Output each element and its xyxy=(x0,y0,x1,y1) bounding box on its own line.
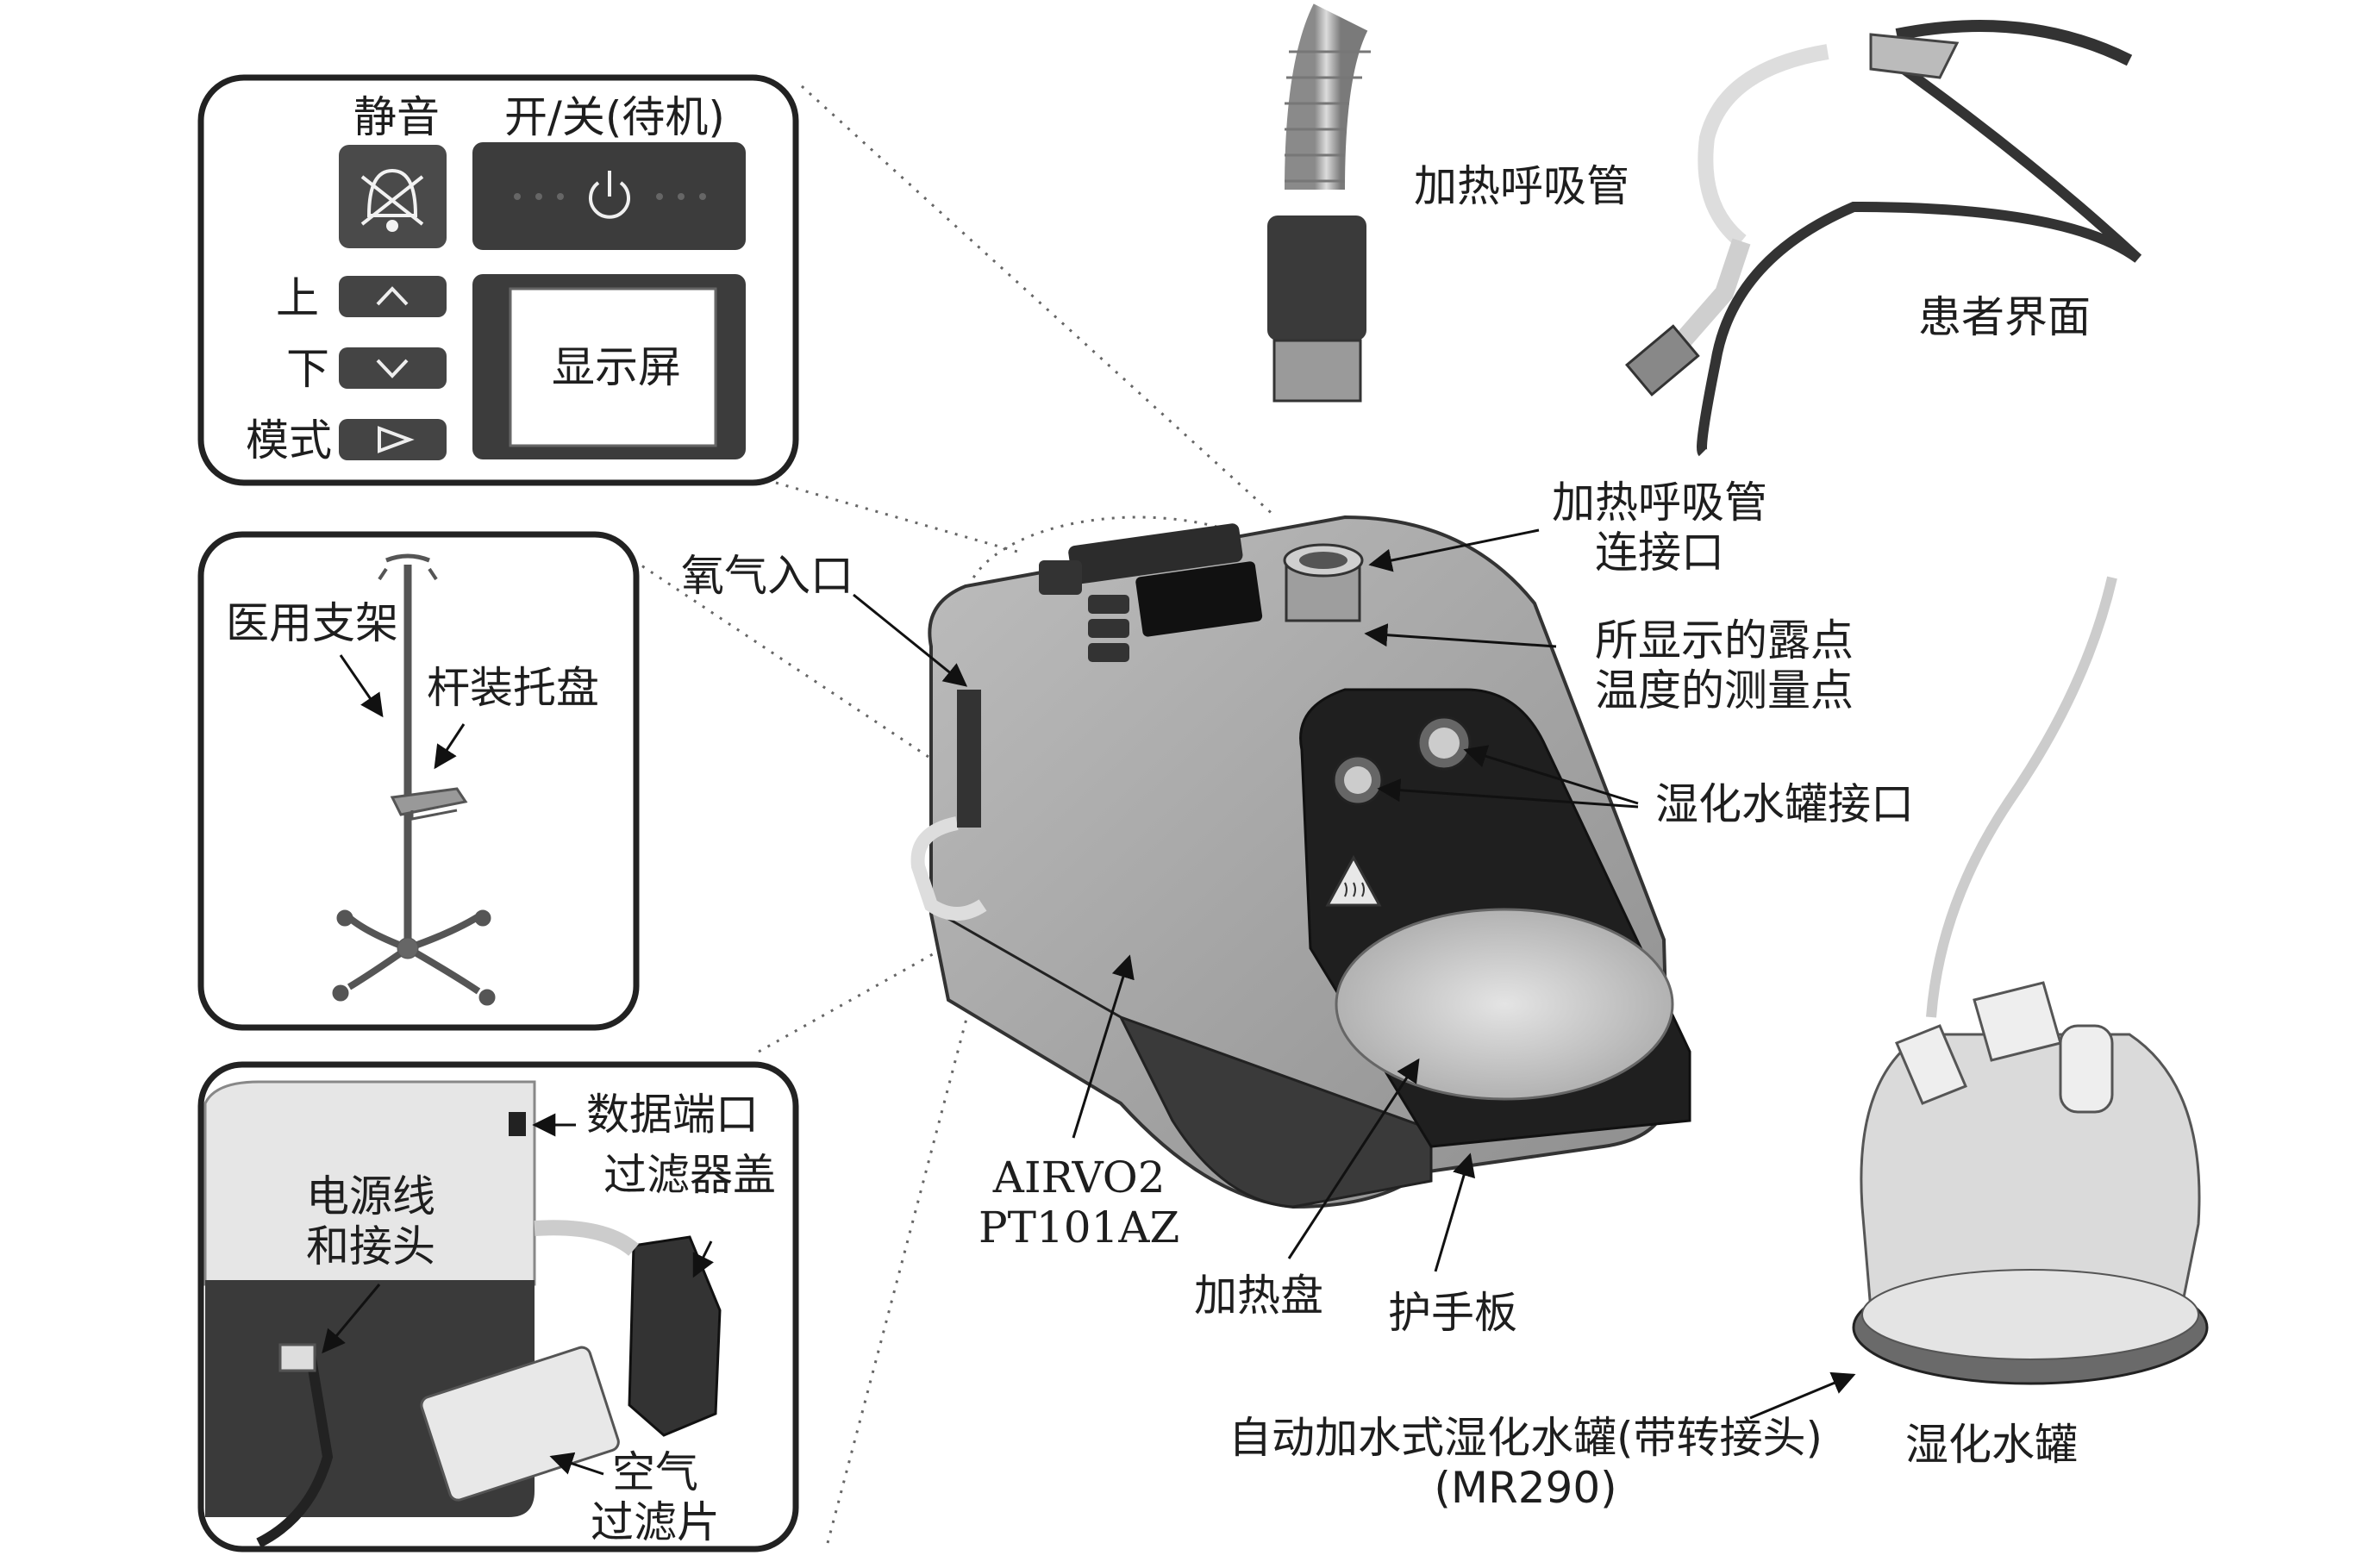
mute-icon xyxy=(360,168,424,232)
chevron-down-icon xyxy=(376,359,409,378)
mode-button xyxy=(339,419,447,460)
data-port-label: 数据端口 xyxy=(586,1090,759,1140)
tray-label: 杆装托盘 xyxy=(427,663,599,713)
patient-interface xyxy=(1625,20,2142,457)
oxygen-inlet-handle xyxy=(910,816,987,921)
filter-cover xyxy=(628,1235,722,1437)
warning-hot-icon xyxy=(1325,854,1382,907)
chamber-label: 湿化水罐 xyxy=(1905,1420,2078,1470)
pole-arrow xyxy=(339,654,384,718)
up-label: 上 xyxy=(276,273,319,323)
power-cord-line1: 电源线 xyxy=(306,1171,435,1221)
heated-tube-label: 加热呼吸管 xyxy=(1414,161,1629,211)
mute-button xyxy=(339,145,447,248)
rear-frame xyxy=(197,1061,799,1552)
dew-point-label: 所显示的露点 温度的测量点 xyxy=(1595,615,1854,715)
power-led-dots xyxy=(514,193,706,200)
model-name: AIRVO2 xyxy=(992,1153,1166,1203)
pole-label: 医用支架 xyxy=(226,598,398,648)
down-button xyxy=(339,347,447,389)
model-code: PT101AZ xyxy=(979,1202,1180,1253)
chamber-port-label: 湿化水罐接口 xyxy=(1655,779,1914,829)
chamber-desc-line1: 自动加水式湿化水罐(带转接头) xyxy=(1229,1413,1823,1463)
power-cord-line2: 和接头 xyxy=(306,1221,435,1271)
heater-plate-label: 加热盘 xyxy=(1194,1271,1323,1321)
humidification-chamber xyxy=(1852,576,2209,1385)
air-filter-line1: 空气 xyxy=(612,1447,698,1497)
device-arrows xyxy=(853,528,1856,1420)
data-port xyxy=(509,1112,526,1136)
tube-port-line1: 加热呼吸管 xyxy=(1552,478,1767,528)
chevron-up-icon xyxy=(376,286,409,306)
airvo-device xyxy=(910,515,1691,1209)
tray-arrow xyxy=(434,723,466,770)
dew-point-line2: 温度的测量点 xyxy=(1595,665,1854,715)
heater-plate xyxy=(1335,908,1674,1101)
play-icon xyxy=(378,426,415,453)
power-cord-label: 电源线 和接头 xyxy=(306,1171,435,1271)
down-label: 下 xyxy=(286,344,329,394)
dew-point-line1: 所显示的露点 xyxy=(1595,615,1854,665)
stand-frame xyxy=(197,531,640,1031)
chamber-ports xyxy=(1332,715,1472,806)
up-button xyxy=(339,276,447,317)
patient-interface-label: 患者界面 xyxy=(1918,292,2091,342)
model-label: AIRVO2 PT101AZ xyxy=(979,1153,1179,1253)
chamber-desc-label: 自动加水式湿化水罐(带转接头) (MR290) xyxy=(1229,1413,1823,1513)
control-panel-frame xyxy=(197,74,799,486)
heated-tube xyxy=(1267,3,1371,403)
iv-pole xyxy=(332,553,496,1006)
power-label: 开/关(待机) xyxy=(504,92,725,142)
oxygen-inlet-label: 氧气入口 xyxy=(681,551,853,601)
mode-label: 模式 xyxy=(246,415,332,465)
filter-cover-label: 过滤器盖 xyxy=(603,1150,776,1200)
tube-port-line2: 连接口 xyxy=(1595,527,1724,578)
tube-port xyxy=(1283,543,1364,622)
air-filter-label: 空气 过滤片 xyxy=(591,1447,720,1547)
mute-label: 静音 xyxy=(353,92,440,142)
guard-label: 护手板 xyxy=(1388,1288,1517,1338)
display-label: 显示屏 xyxy=(552,342,681,392)
power-icon xyxy=(589,171,630,219)
power-cord xyxy=(256,1352,334,1548)
air-filter-line2: 过滤片 xyxy=(591,1496,720,1547)
tube-port-label: 加热呼吸管 连接口 xyxy=(1552,478,1767,578)
chamber-desc-line2: (MR290) xyxy=(1434,1462,1617,1513)
